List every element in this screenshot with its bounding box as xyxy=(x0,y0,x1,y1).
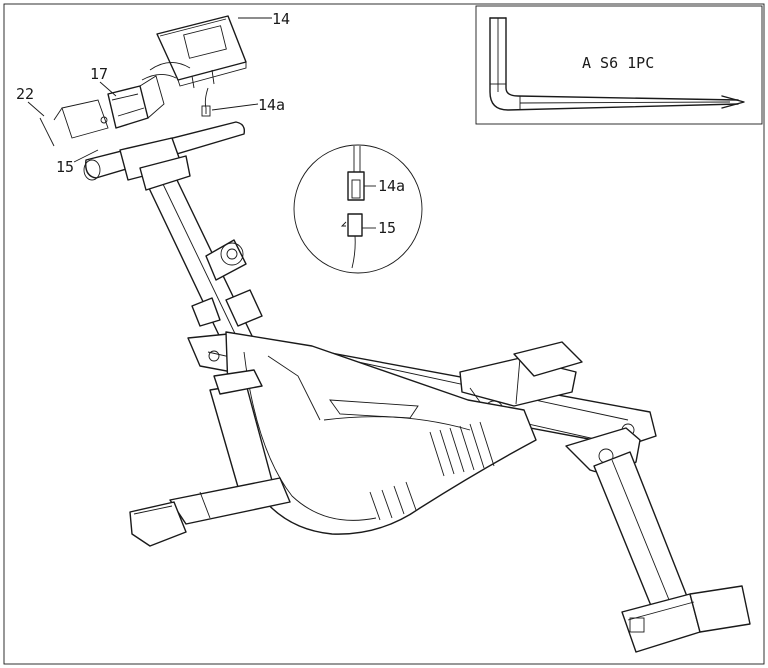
tank-vents xyxy=(369,421,495,521)
tool-box: A S6 1PC xyxy=(475,5,763,125)
callout-22: 22 xyxy=(16,85,34,103)
rear-leg xyxy=(565,427,751,653)
detail-circle xyxy=(293,144,423,274)
allen-wrench-drawing xyxy=(489,17,745,111)
callout-17: 17 xyxy=(90,65,108,83)
console-bracket xyxy=(39,62,191,147)
diagram-border xyxy=(3,3,765,665)
connector-detail: 14a 15 xyxy=(293,144,423,274)
tool-box-label: A S6 1PC xyxy=(582,54,654,72)
console-monitor xyxy=(156,15,247,89)
detail-label-14a: 14a xyxy=(378,177,405,195)
tool-box-frame xyxy=(475,5,763,125)
upright-mast xyxy=(139,155,263,351)
callout-14: 14 xyxy=(272,10,290,28)
front-leg xyxy=(129,369,291,547)
callout-14a: 14a xyxy=(258,96,285,114)
callout-15: 15 xyxy=(56,158,74,176)
detail-label-15: 15 xyxy=(378,219,396,237)
